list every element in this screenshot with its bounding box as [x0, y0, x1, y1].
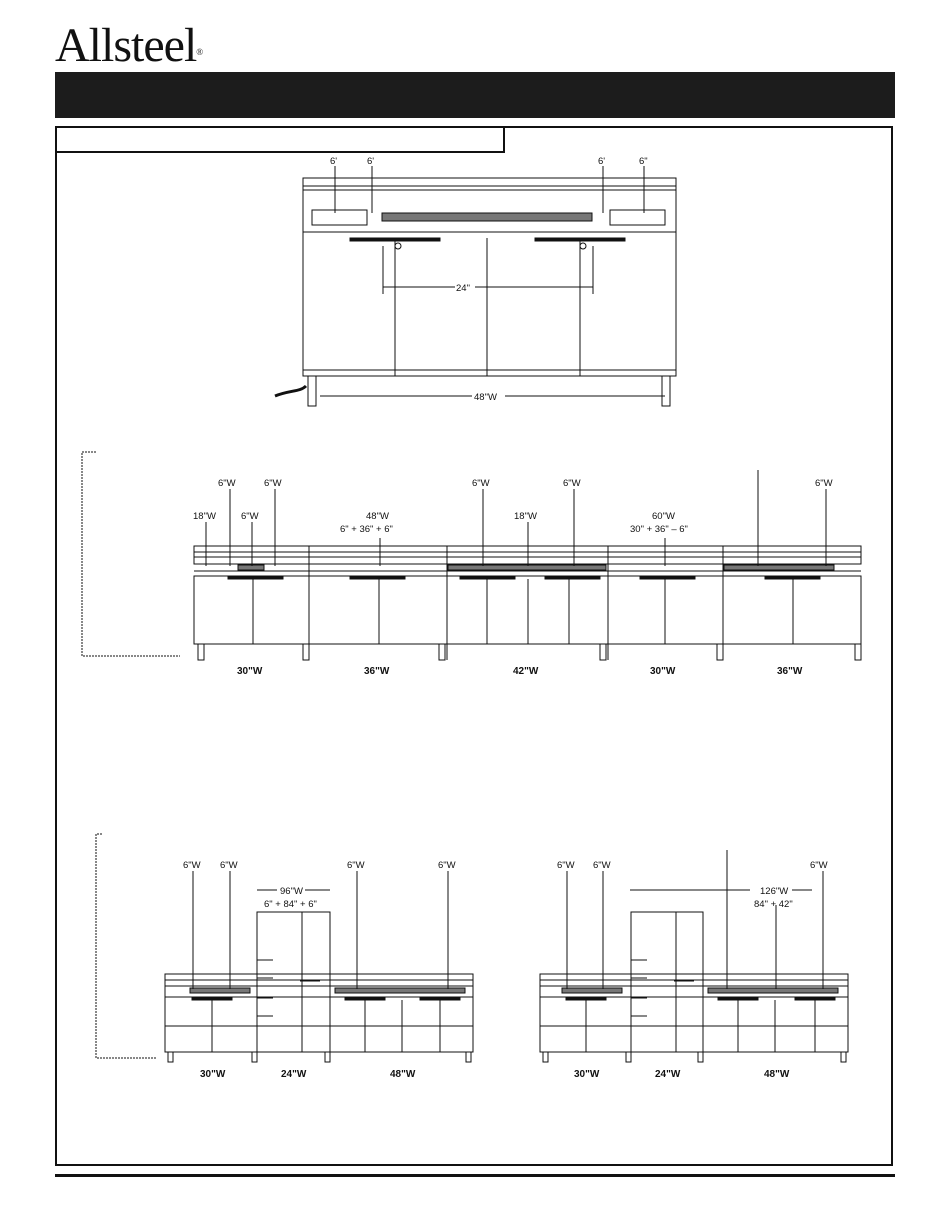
fig2-label-6w-d: 6"W	[472, 478, 490, 489]
fig1-dim-48: 48"W	[474, 392, 497, 403]
fig2-label-18w-a: 18"W	[193, 511, 216, 522]
fig2-label-60w: 60"W	[652, 511, 675, 522]
fig3-label-4: 6"W	[438, 860, 456, 871]
fig2-label-48w: 48"W	[366, 511, 389, 522]
fig2-label-6w-a: 6"W	[218, 478, 236, 489]
fig4-label-3: 6"W	[810, 860, 828, 871]
fig4-width-3: 48"W	[764, 1069, 790, 1080]
fig3-width-1: 30"W	[200, 1069, 226, 1080]
fig4-label-1: 6"W	[557, 860, 575, 871]
fig1-dim-24: 24"	[456, 283, 470, 294]
fig2-width-1: 30"W	[237, 666, 263, 677]
fig3-dim-sub: 6" + 84" + 6"	[264, 899, 317, 910]
fig1-label-3: 6'	[598, 156, 605, 167]
fig2-label-6w-f: 6"W	[815, 478, 833, 489]
fig4-width-2: 24"W	[655, 1069, 681, 1080]
fig4-dim-title: 126"W	[760, 886, 788, 897]
fig2-width-4: 30"W	[650, 666, 676, 677]
fig2-width-2: 36"W	[364, 666, 390, 677]
fig3-run-drawing	[96, 834, 473, 1062]
fig4-run-drawing	[540, 850, 848, 1062]
fig2-width-3: 42"W	[513, 666, 539, 677]
fig3-width-3: 48"W	[390, 1069, 416, 1080]
fig2-label-6w-b: 6"W	[264, 478, 282, 489]
fig1-labels: 6' 6' 6' 6" 24" 48"W	[330, 156, 648, 403]
fig1-unit-drawing	[275, 166, 676, 406]
fig3-dim-title: 96"W	[280, 886, 303, 897]
fig2-label-6w-e: 6"W	[563, 478, 581, 489]
fig2-label-60w-sub: 30" + 36" – 6"	[630, 524, 688, 535]
fig2-width-5: 36"W	[777, 666, 803, 677]
fig3-label-2: 6"W	[220, 860, 238, 871]
fig2-label-18w-b: 18"W	[514, 511, 537, 522]
fig1-label-2: 6'	[367, 156, 374, 167]
fig2-label-48w-sub: 6" + 36" + 6"	[340, 524, 393, 535]
fig3-label-3: 6"W	[347, 860, 365, 871]
fig4-labels: 6"W 6"W 6"W 126"W 84" + 42" 30"W 24"W 48…	[557, 860, 828, 1080]
fig1-label-1: 6'	[330, 156, 337, 167]
fig4-label-2: 6"W	[593, 860, 611, 871]
fig2-label-6w-c: 6"W	[241, 511, 259, 522]
fig4-dim-sub: 84" + 42"	[754, 899, 793, 910]
fig4-width-1: 30"W	[574, 1069, 600, 1080]
fig3-width-2: 24"W	[281, 1069, 307, 1080]
fig3-label-1: 6"W	[183, 860, 201, 871]
fig3-labels: 6"W 6"W 6"W 6"W 96"W 6" + 84" + 6" 30"W …	[183, 860, 456, 1080]
fig1-label-4: 6"	[639, 156, 648, 167]
